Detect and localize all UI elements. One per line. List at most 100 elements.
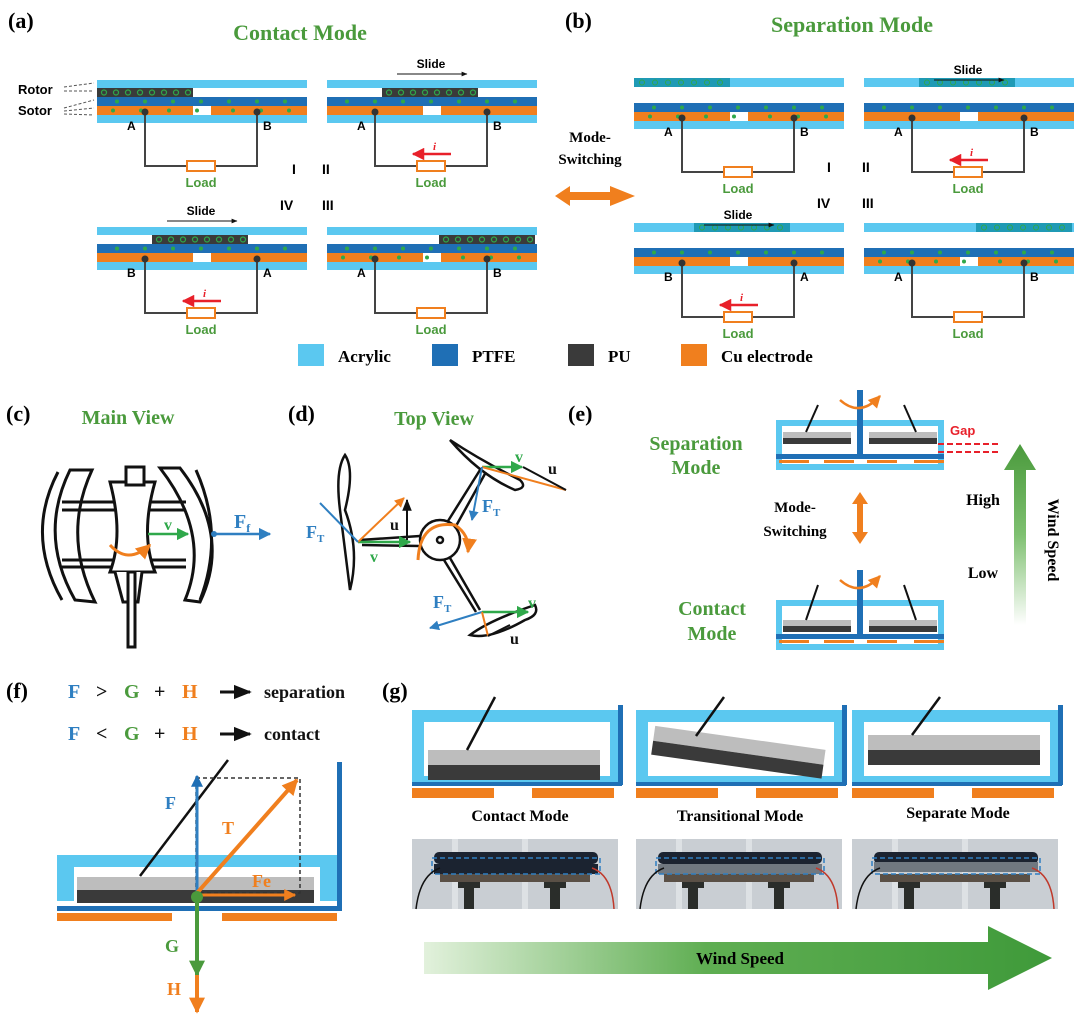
stage-IV: IV	[280, 197, 294, 213]
stage-I: I	[292, 161, 296, 177]
load-label: Load	[415, 175, 446, 190]
turbine-main-view	[41, 465, 214, 649]
resultant-arrow-bottom	[481, 611, 489, 637]
slide-label: Slide	[724, 208, 753, 222]
eq2-G: G	[124, 723, 140, 745]
terminal-label: A	[800, 270, 809, 284]
v-label-top: v	[515, 449, 523, 466]
ft-arrow-left	[319, 502, 359, 543]
wind-speed-horizontal-label: Wind Speed	[696, 949, 785, 968]
panel-d: (d) Top View u v FT v u FT	[288, 401, 567, 648]
eq2-plus: +	[154, 723, 165, 745]
wind-speed-vertical-label: Wind Speed	[1044, 499, 1061, 582]
u-label-top: u	[548, 461, 557, 478]
legend-swatch	[681, 344, 707, 366]
stage-II: II	[322, 161, 330, 177]
contact-mode-line2: Mode	[688, 623, 737, 645]
panel-f: (f) F > G + H separation F < G + H conta…	[6, 678, 345, 1014]
terminal-label: B	[263, 119, 272, 133]
gap-label: Gap	[950, 423, 975, 438]
legend-swatch	[432, 344, 458, 366]
equation-2: F < G + H contact	[68, 723, 320, 745]
ft-arrow-top	[468, 466, 483, 521]
g-transitional-device	[636, 696, 847, 798]
mode-switch-line1: Mode-	[569, 130, 611, 146]
wind-speed-horizontal-arrow	[424, 926, 1052, 990]
eq1-plus: +	[154, 681, 165, 703]
legend-label: Acrylic	[338, 347, 391, 366]
force-H-label: H	[167, 979, 181, 999]
force-T-arrow	[195, 778, 299, 895]
ff-origin	[211, 531, 217, 537]
force-origin-dot	[191, 891, 203, 903]
panel-g-label: (g)	[382, 678, 408, 703]
g-mode-transitional: Transitional Mode	[677, 808, 803, 825]
terminal-label: B	[1030, 270, 1039, 284]
rotation-arrow-top	[416, 522, 478, 561]
legend-label: PTFE	[472, 347, 515, 366]
equation-1: F > G + H separation	[68, 681, 345, 703]
double-arrow-icon	[555, 186, 635, 206]
ft-label-bottom: FT	[433, 592, 452, 615]
g-separate-device	[852, 696, 1063, 798]
rotation-arrow-icon	[839, 575, 881, 590]
sotor-label: Sotor	[18, 103, 52, 118]
panel-e: (e) Separation Mode Contact Mode Mode- S…	[568, 390, 1061, 650]
legend-swatch	[298, 344, 324, 366]
slide-label: Slide	[187, 204, 216, 218]
force-F-label: F	[165, 793, 176, 813]
eq1-result: separation	[264, 682, 345, 702]
legend-item: PTFE	[432, 344, 515, 366]
g-photo	[636, 839, 842, 910]
stage-II-b: II	[862, 159, 870, 175]
eq1-op: >	[96, 681, 107, 703]
g-mode-separate: Separate Mode	[906, 805, 1010, 822]
slide-label: Slide	[954, 63, 983, 77]
ft-arrow-bottom	[429, 611, 483, 631]
eq1-H: H	[182, 681, 198, 703]
current-label: i	[433, 141, 437, 153]
load-label: Load	[415, 322, 446, 337]
eq2-op: <	[96, 723, 107, 745]
mode-switch-center: Mode- Switching	[555, 130, 635, 206]
force-T-label: T	[222, 818, 234, 838]
mode-switch-line2: Switching	[558, 152, 622, 168]
panel-a-title: Contact Mode	[233, 20, 367, 45]
stage-IV-b: IV	[817, 195, 831, 211]
rotor-label: Rotor	[18, 82, 53, 97]
stage-I-b: I	[827, 159, 831, 175]
panel-d-label: (d)	[288, 401, 315, 426]
rotation-arrow-icon	[839, 395, 881, 410]
terminal-label: B	[800, 125, 809, 139]
terminal-label: B	[127, 266, 136, 280]
panel-b-label: (b)	[565, 8, 592, 33]
eq2-F: F	[68, 723, 80, 745]
low-label: Low	[968, 565, 999, 582]
ff-label: Ff	[234, 511, 251, 535]
separation-mode-line1: Separation	[649, 433, 742, 455]
eq2-H: H	[182, 723, 198, 745]
eq2-result: contact	[264, 724, 320, 744]
high-label: High	[966, 492, 1000, 509]
terminal-label: A	[664, 125, 673, 139]
vertical-double-arrow-icon	[852, 492, 868, 544]
terminal-label: B	[1030, 125, 1039, 139]
e-switch-line2: Switching	[763, 524, 827, 540]
panel-b-title: Separation Mode	[771, 12, 933, 37]
v-label-bottom: v	[528, 595, 536, 612]
e-separation-device	[776, 390, 944, 470]
e-contact-device	[776, 570, 944, 650]
panel-c-title: Main View	[82, 407, 175, 429]
ft-label-left: FT	[306, 522, 325, 545]
force-Fe-label: Fe	[252, 871, 271, 891]
v-label-c: v	[164, 517, 172, 534]
u-arrow-bottom	[487, 624, 511, 637]
rotation-arrow-icon	[108, 543, 152, 560]
